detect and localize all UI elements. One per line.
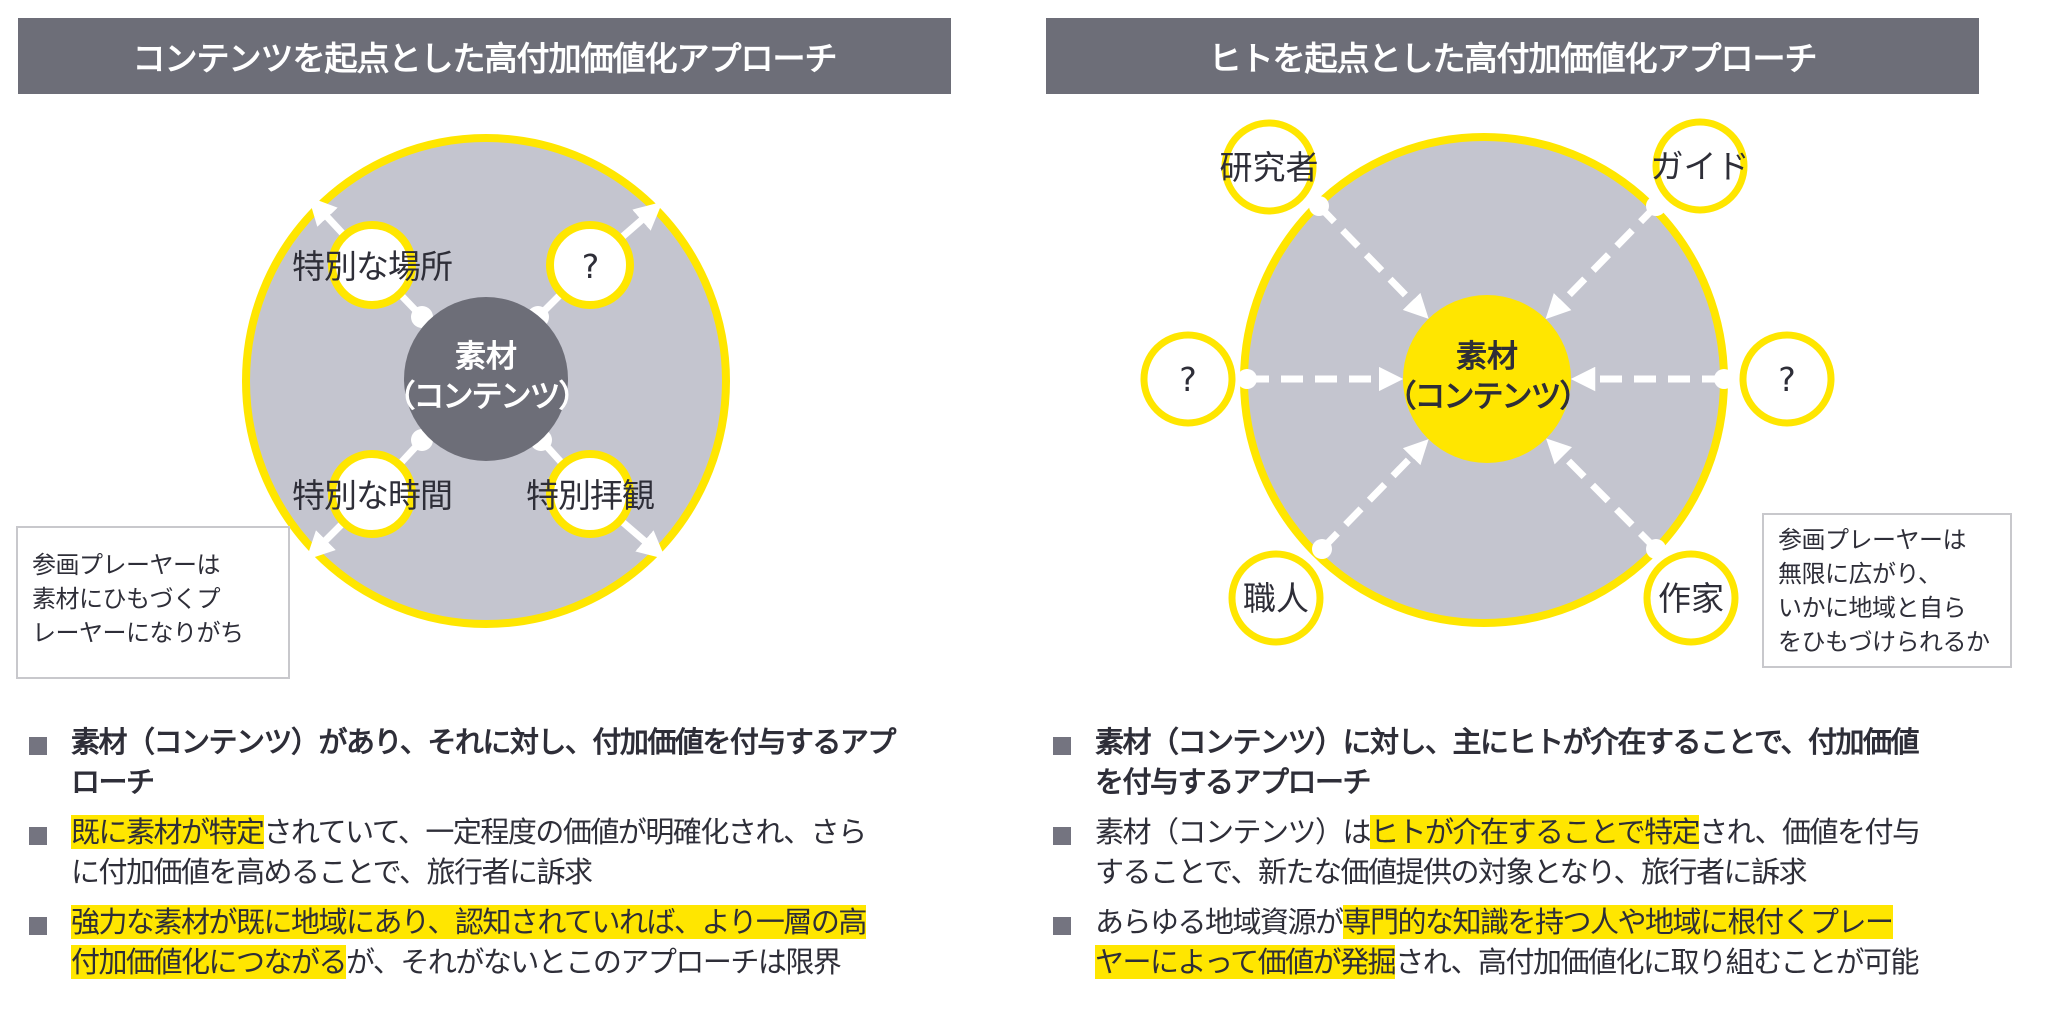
bullet-text: あらゆる地域資源が [1095, 905, 1344, 939]
content-center-circle [1403, 295, 1571, 463]
node-circle [328, 450, 416, 538]
player-node-circle [1221, 119, 1317, 215]
bullet-line: 強力な素材が既に地域にあり、認知されていれば、より一層の高 [71, 902, 959, 942]
bullet-item: 既に素材が特定されていて、一定程度の価値が明確化され、さらに付加価値を高めること… [29, 812, 959, 892]
highlighted-text: 付加価値化につながる [71, 945, 348, 979]
bullet-square-icon [29, 737, 47, 755]
player-node-label: ガイド [1651, 147, 1750, 186]
highlighted-text: 専門的な知識を持つ人や地域に根付くプレー [1342, 905, 1894, 939]
connector-dot [1312, 539, 1332, 559]
left-note-box: 参画プレーヤーは 素材にひもづくプ レーヤーになりがち [16, 526, 290, 679]
bullet-item: 素材（コンテンツ）はヒトが介在することで特定され、価値を付与することで、新たな価… [1053, 812, 1983, 892]
bullet-text: を付与するアプローチ [1095, 765, 1372, 799]
player-node-label: ? [1778, 360, 1796, 399]
right-panel-title: ヒトを起点とした高付加価値化アプローチ [1046, 18, 1979, 94]
note-line: レーヤーになりがち [32, 619, 244, 647]
inward-dashed-arrow [1316, 203, 1429, 319]
bullet-square-icon [1053, 917, 1071, 935]
bullet-text: が、それがないとこのアプローチは限界 [346, 945, 842, 979]
note-line: いかに地域と自ら [1778, 594, 1967, 622]
bullet-text: することで、新たな価値提供の対象となり、旅行者に訴求 [1095, 855, 1807, 889]
highlighted-text: ヤーによって価値が発掘 [1095, 945, 1397, 979]
connector-dot [1237, 369, 1257, 389]
note-line: 参画プレーヤーは [1778, 526, 1967, 554]
bullet-line: を付与するアプローチ [1095, 762, 1983, 802]
bullet-line: ヤーによって価値が発掘され、高付加価値化に取り組むことが可能 [1095, 942, 1983, 982]
node-circle [546, 221, 634, 309]
bullet-text: ローチ [71, 765, 155, 799]
bullet-text: に付加価値を高めることで、旅行者に訴求 [71, 855, 593, 889]
bullet-line: 素材（コンテンツ）はヒトが介在することで特定され、価値を付与 [1095, 812, 1983, 852]
inward-dashed-arrow [1319, 439, 1429, 552]
note-line: 無限に広がり、 [1778, 560, 1942, 588]
bullet-text: され、価値を付与 [1699, 815, 1921, 849]
inward-dashed-arrow [1546, 438, 1659, 552]
bullet-square-icon [1053, 827, 1071, 845]
center-label-2: （コンテンツ） [385, 379, 588, 415]
bullet-text: されていて、一定程度の価値が明確化され、さら [263, 815, 868, 849]
bullet-square-icon [29, 917, 47, 935]
left-bullet-list: 素材（コンテンツ）があり、それに対し、付加価値を付与するアプローチ既に素材が特定… [29, 722, 959, 992]
center-label-1: 素材 [455, 339, 517, 375]
note-line: 参画プレーヤーは [32, 551, 221, 579]
node-label: 特別な時間 [292, 476, 452, 515]
player-node-circle [1228, 550, 1324, 646]
bullet-square-icon [1053, 737, 1071, 755]
content-center-circle [404, 297, 568, 461]
player-node-circle [1140, 331, 1236, 427]
bullet-text: 素材（コンテンツ）があり、それに対し、付加価値を付与するアプ [71, 725, 896, 759]
bullet-line: ローチ [71, 762, 959, 802]
node-label: 特別な場所 [292, 247, 452, 286]
bullet-line: 素材（コンテンツ）があり、それに対し、付加価値を付与するアプ [71, 722, 959, 762]
right-bullet-list: 素材（コンテンツ）に対し、主にヒトが介在することで、付加価値を付与するアプローチ… [1053, 722, 1983, 992]
highlighted-text: 既に素材が特定 [71, 815, 265, 849]
player-node-circle [1652, 118, 1748, 214]
connector-dot [1646, 539, 1666, 559]
bullet-item: 素材（コンテンツ）があり、それに対し、付加価値を付与するアプローチ [29, 722, 959, 802]
highlighted-text: ヒトが介在することで特定 [1370, 815, 1701, 849]
bullet-item: あらゆる地域資源が専門的な知識を持つ人や地域に根付くプレーヤーによって価値が発掘… [1053, 902, 1983, 982]
highlighted-text: 強力な素材が既に地域にあり、認知されていれば、より一層の高 [71, 905, 867, 939]
node-label: 特別拝観 [526, 476, 654, 515]
right-note-box: 参画プレーヤーは 無限に広がり、 いかに地域と自ら をひもづけられるか [1762, 513, 2012, 668]
player-node-circle [1643, 550, 1739, 646]
connector-dot [1309, 196, 1329, 216]
player-node-circle [1739, 331, 1835, 427]
bullet-square-icon [29, 827, 47, 845]
connector-dot [1714, 369, 1734, 389]
bullet-text: 素材（コンテンツ）に対し、主にヒトが介在することで、付加価値 [1095, 725, 1919, 759]
center-label-1: 素材 [1456, 339, 1518, 375]
bullet-text: され、高付加価値化に取り組むことが可能 [1395, 945, 1919, 979]
player-node-label: 研究者 [1220, 148, 1319, 187]
bullet-text: 素材（コンテンツ）は [1095, 815, 1372, 849]
bullet-line: あらゆる地域資源が専門的な知識を持つ人や地域に根付くプレー [1095, 902, 1983, 942]
content-origin-diagram: 特別な場所? 特別な時間 特別拝観 素材 （コンテンツ） [242, 134, 730, 628]
player-node-label: 職人 [1243, 579, 1309, 618]
bullet-item: 素材（コンテンツ）に対し、主にヒトが介在することで、付加価値を付与するアプローチ [1053, 722, 1983, 802]
node-circle [328, 221, 416, 309]
note-line: をひもづけられるか [1778, 628, 1990, 656]
inward-dashed-arrow [1545, 203, 1659, 320]
bullet-line: に付加価値を高めることで、旅行者に訴求 [71, 852, 959, 892]
bullet-line: することで、新たな価値提供の対象となり、旅行者に訴求 [1095, 852, 1983, 892]
people-origin-diagram: 研究者 ガイド?? 職人 作家 素材 （コンテンツ） [1140, 118, 1835, 646]
bullet-line: 付加価値化につながるが、それがないとこのアプローチは限界 [71, 942, 959, 982]
connector-dot [1646, 196, 1666, 216]
node-label: ? [582, 247, 599, 286]
player-node-label: 作家 [1658, 579, 1724, 618]
note-line: 素材にひもづくプ [32, 585, 221, 613]
player-node-label: ? [1179, 360, 1197, 399]
bullet-line: 既に素材が特定されていて、一定程度の価値が明確化され、さら [71, 812, 959, 852]
center-label-2: （コンテンツ） [1386, 379, 1589, 415]
bullet-line: 素材（コンテンツ）に対し、主にヒトが介在することで、付加価値 [1095, 722, 1983, 762]
bullet-item: 強力な素材が既に地域にあり、認知されていれば、より一層の高付加価値化につながるが… [29, 902, 959, 982]
left-panel-title: コンテンツを起点とした高付加価値化アプローチ [18, 18, 951, 94]
node-circle [546, 450, 634, 538]
